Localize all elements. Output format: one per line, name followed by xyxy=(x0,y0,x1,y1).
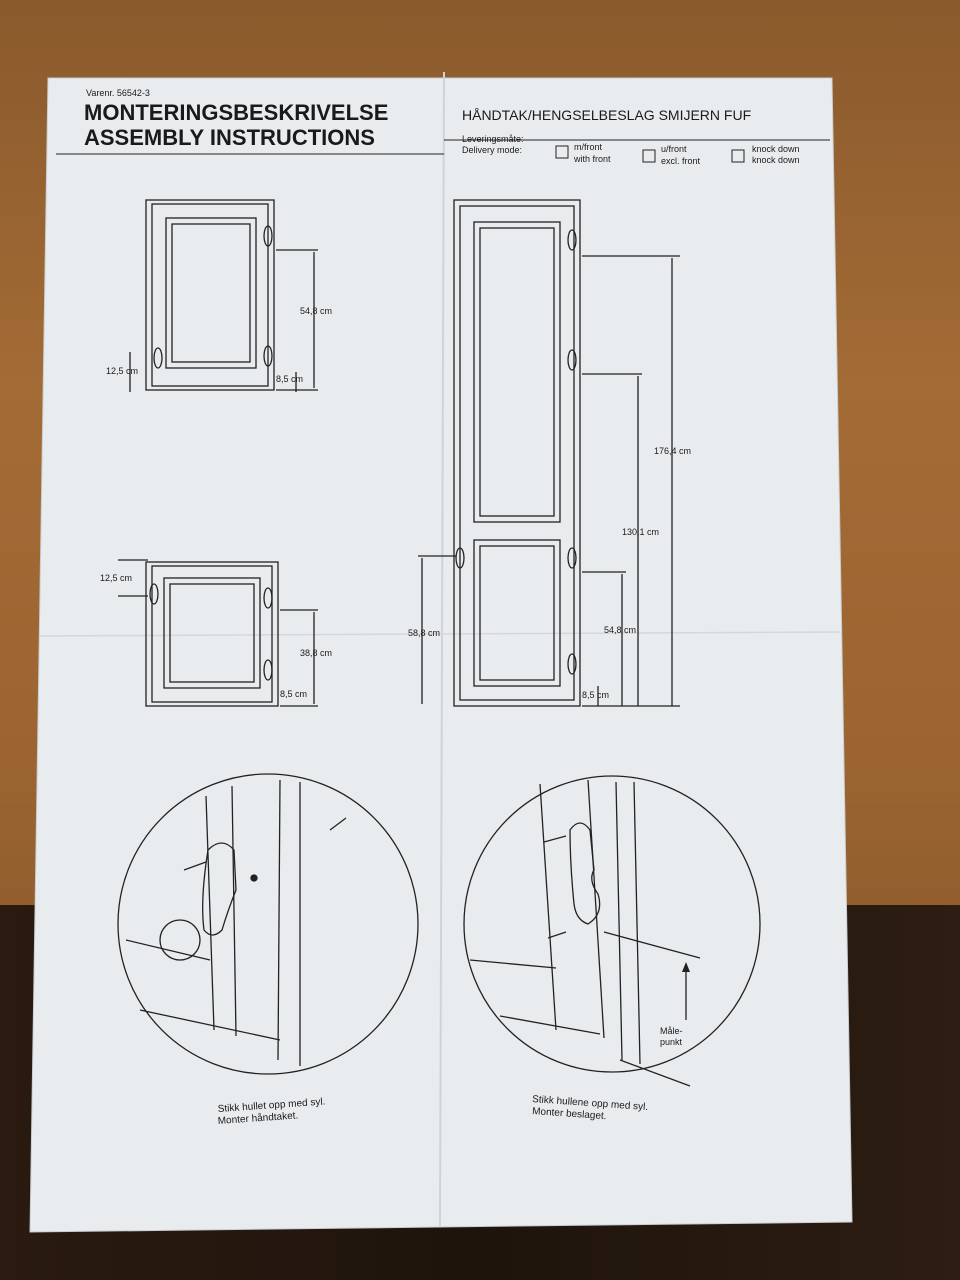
product-name: HÅNDTAK/HENGSELBESLAG SMIJERN FUF xyxy=(462,107,751,123)
checkbox-knock-down[interactable] xyxy=(731,149,745,163)
left-caption-line2: Monter håndtaket. xyxy=(217,1109,298,1127)
checkbox-with-front[interactable] xyxy=(555,145,569,159)
handle-detail-circle xyxy=(117,773,419,1075)
option-knock-down-line2: knock down xyxy=(752,155,800,165)
door-a-left-dim: 12,5 cm xyxy=(106,366,138,376)
right-caption-line2: Monter beslaget. xyxy=(532,1106,607,1122)
tall-door-lower-dim: 54,8 cm xyxy=(604,625,636,635)
tall-door-total-dim: 176,4 cm xyxy=(654,446,691,456)
option-with-front-line1: m/front xyxy=(574,142,603,152)
tall-door-mid-dim: 130,1 cm xyxy=(622,527,659,537)
fold-horizontal xyxy=(39,631,841,637)
title-english: ASSEMBLY INSTRUCTIONS xyxy=(84,125,375,150)
option-excl-front-line1: u/front xyxy=(661,144,687,154)
option-knock-down-line1: knock down xyxy=(752,144,800,154)
tall-door-left-dim: 58,8 cm xyxy=(408,628,440,638)
hinge-detail-circle xyxy=(463,775,761,1087)
door-diagram-b xyxy=(118,559,318,707)
measure-label-line2: punkt xyxy=(660,1037,683,1047)
door-b-right-dim: 38,8 cm xyxy=(300,648,332,658)
door-diagram-a xyxy=(129,199,318,392)
door-a-top-dim: 54,8 cm xyxy=(300,306,332,316)
title-norwegian: MONTERINGSBESKRIVELSE xyxy=(84,100,388,125)
option-excl-front-line2: excl. front xyxy=(661,156,701,166)
door-b-left-dim: 12,5 cm xyxy=(100,573,132,583)
door-a-bottom-dim: 8,5 cm xyxy=(276,374,303,384)
door-b-bottom-dim: 8,5 cm xyxy=(280,689,307,699)
item-number: Varenr. 56542-3 xyxy=(86,88,150,98)
tall-door-bottom-dim: 8,5 cm xyxy=(582,690,609,700)
delivery-label-en: Delivery mode: xyxy=(462,145,522,155)
option-with-front-line2: with front xyxy=(573,154,611,164)
tall-door-diagram xyxy=(418,199,680,707)
measure-point-arrow xyxy=(682,962,690,972)
measure-label-line1: Måle- xyxy=(660,1026,683,1036)
delivery-label-no: Leveringsmåte: xyxy=(462,134,524,144)
fold-vertical xyxy=(439,71,445,1227)
checkbox-excl-front[interactable] xyxy=(642,149,656,163)
